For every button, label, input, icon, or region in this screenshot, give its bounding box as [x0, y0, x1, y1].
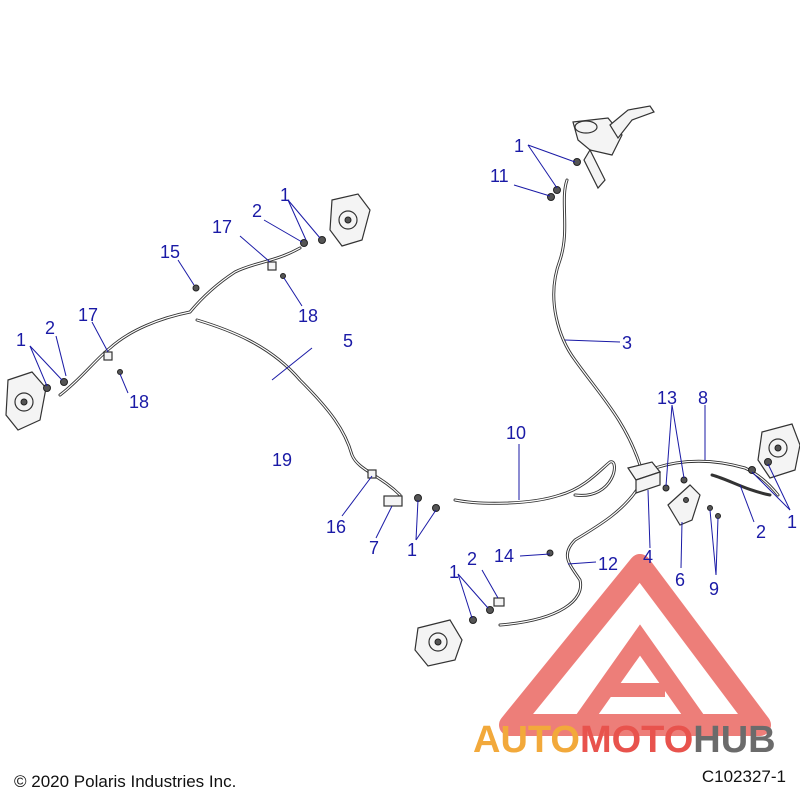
- callout-15: 15: [160, 242, 180, 262]
- callout-2: 2: [45, 318, 55, 338]
- distribution-block: [627, 461, 662, 494]
- callout-5: 5: [343, 331, 353, 351]
- callout-8: 8: [698, 388, 708, 408]
- callout-14: 14: [494, 546, 514, 566]
- callout-1: 1: [16, 330, 26, 350]
- hose-8: [653, 459, 780, 497]
- washer-icon: [469, 616, 477, 624]
- clip-icon: [367, 469, 377, 479]
- watermark-logo: [499, 554, 771, 736]
- hose-5: [195, 318, 402, 497]
- copyright-text: © 2020 Polaris Industries Inc.: [14, 772, 237, 791]
- screw-icon: [280, 273, 286, 279]
- callout-13: 13: [657, 388, 677, 408]
- caliper-front-left: [5, 371, 47, 431]
- caliper-front-right: [329, 193, 371, 247]
- clip-icon: [267, 261, 277, 271]
- washer-icon: [43, 384, 51, 392]
- callout-7: 7: [369, 538, 379, 558]
- hose-3: [552, 178, 642, 467]
- screw-icon: [715, 513, 721, 519]
- washer-icon: [318, 236, 326, 244]
- washer-icon: [432, 504, 440, 512]
- master-cylinder: [572, 105, 655, 190]
- callout-1: 1: [280, 185, 290, 205]
- caliper-rear-right: [757, 423, 800, 479]
- callout-6: 6: [675, 570, 685, 590]
- clip-icon: [546, 549, 554, 557]
- hose-10: [453, 460, 616, 505]
- bolt-icon: [547, 193, 555, 201]
- washer-icon: [60, 378, 68, 386]
- hose-12: [498, 483, 642, 627]
- callout-1: 1: [514, 136, 524, 156]
- washer-icon: [748, 466, 756, 474]
- callout-1: 1: [449, 562, 459, 582]
- callout-1: 1: [407, 540, 417, 560]
- callout-2: 2: [467, 549, 477, 569]
- callout-18: 18: [298, 306, 318, 326]
- washer-icon: [553, 186, 561, 194]
- callout-16: 16: [326, 517, 346, 537]
- watermark-text: AUTOMOTOHUB: [473, 719, 776, 761]
- callout-10: 10: [506, 423, 526, 443]
- caliper-rear-left: [414, 619, 463, 667]
- leader-lines: [29, 144, 791, 619]
- callout-9: 9: [709, 579, 719, 599]
- bracket: [667, 484, 701, 526]
- washer-icon: [300, 239, 308, 247]
- screw-icon: [707, 505, 713, 511]
- callout-12: 12: [598, 554, 618, 574]
- callout-1: 1: [787, 512, 797, 532]
- hose-rear-right: [710, 473, 772, 497]
- washer-icon: [486, 606, 494, 614]
- washer-icon: [573, 158, 581, 166]
- hose-front-left: [58, 246, 302, 397]
- clip-icon: [192, 284, 200, 292]
- callout-17: 17: [212, 217, 232, 237]
- callout-18: 18: [129, 392, 149, 412]
- callout-11: 11: [490, 166, 509, 186]
- hardware: [43, 186, 772, 624]
- callout-2: 2: [252, 201, 262, 221]
- callout-17: 17: [78, 305, 98, 325]
- callout-2: 2: [756, 522, 766, 542]
- banjo-bolt-icon: [493, 597, 505, 607]
- screw-icon: [117, 369, 123, 375]
- washer-icon: [764, 458, 772, 466]
- callout-4: 4: [643, 547, 653, 567]
- callout-19: 19: [272, 450, 292, 470]
- clip-icon: [103, 351, 113, 361]
- banjo-fitting-icon: [383, 495, 403, 507]
- diagram-id: C102327-1: [701, 767, 786, 786]
- callout-3: 3: [622, 333, 632, 353]
- callouts: 1 2 17 18 15 17 2 1 18 5 19 16 7 1 1 11 …: [16, 136, 797, 599]
